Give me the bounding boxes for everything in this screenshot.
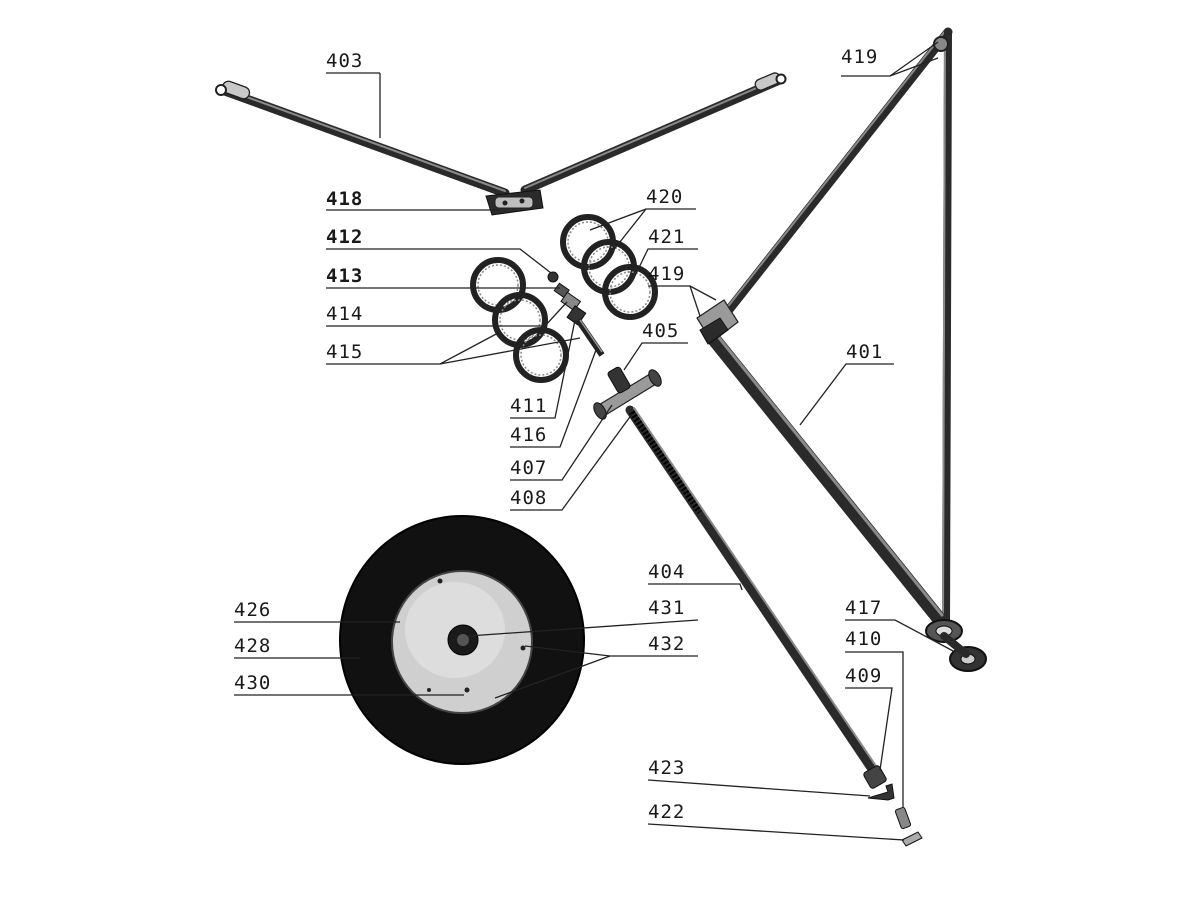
label-404: 404 — [648, 561, 685, 583]
label-416: 416 — [510, 424, 547, 446]
label-426: 426 — [234, 599, 271, 621]
label-408: 408 — [510, 487, 547, 509]
label-422: 422 — [648, 801, 685, 823]
callout-408: 408 — [510, 413, 633, 511]
label-410: 410 — [845, 628, 882, 650]
callout-431: 431 — [467, 597, 699, 637]
part-428-wheel — [339, 515, 585, 765]
part-403-v-strut — [215, 72, 787, 198]
callout-419-mid: 419 — [648, 263, 717, 317]
callout-415: 415 — [326, 331, 581, 365]
callout-414: 414 — [326, 301, 568, 327]
label-419-mid: 419 — [648, 263, 685, 285]
label-432: 432 — [648, 633, 685, 655]
label-401: 401 — [846, 341, 883, 363]
label-415: 415 — [326, 341, 363, 363]
callout-421: 421 — [633, 226, 698, 279]
callout-412: 412 — [326, 226, 552, 274]
label-419-top: 419 — [841, 46, 878, 68]
part-418-center-bracket — [485, 189, 544, 216]
label-403: 403 — [326, 50, 363, 72]
part-417-bottom-fitting — [925, 619, 987, 672]
rings-420-421 — [560, 214, 658, 320]
label-412: 412 — [326, 226, 363, 248]
label-418: 418 — [326, 188, 363, 210]
rings-415 — [470, 257, 569, 383]
label-420: 420 — [646, 186, 683, 208]
callout-401: 401 — [799, 341, 894, 426]
callout-423: 423 — [647, 757, 871, 797]
callout-417: 417 — [845, 597, 956, 653]
label-431: 431 — [648, 597, 685, 619]
label-423: 423 — [648, 757, 685, 779]
label-421: 421 — [648, 226, 685, 248]
label-428: 428 — [234, 635, 271, 657]
label-407: 407 — [510, 457, 547, 479]
label-405: 405 — [642, 320, 679, 342]
callout-432: 432 — [494, 633, 698, 699]
callout-405: 405 — [623, 320, 688, 371]
callout-416: 416 — [510, 349, 597, 448]
callout-419-top: 419 — [841, 41, 939, 77]
callout-404: 404 — [648, 561, 743, 591]
part-419-upper-fitting — [696, 299, 739, 345]
callout-420: 420 — [589, 186, 696, 253]
callout-430: 430 — [234, 672, 464, 696]
callout-409: 409 — [845, 665, 893, 771]
label-413: 413 — [326, 265, 363, 287]
part-401-triangle-strut — [706, 27, 953, 629]
label-417: 417 — [845, 597, 882, 619]
part-404-threaded-rod — [625, 405, 887, 789]
callout-403: 403 — [326, 50, 381, 138]
callout-426: 426 — [234, 599, 400, 623]
label-414: 414 — [326, 303, 363, 325]
parts-412-416-hardware — [547, 271, 605, 357]
callout-422: 422 — [647, 801, 905, 841]
label-411: 411 — [510, 395, 547, 417]
label-430: 430 — [234, 672, 271, 694]
callout-411: 411 — [510, 319, 576, 419]
label-409: 409 — [845, 665, 882, 687]
parts-409-410-422-423-bolts — [867, 783, 923, 847]
callout-413: 413 — [326, 265, 560, 289]
callout-428: 428 — [234, 635, 360, 659]
callout-410: 410 — [845, 628, 904, 808]
callout-407: 407 — [510, 404, 613, 481]
callout-418: 418 — [326, 188, 500, 211]
